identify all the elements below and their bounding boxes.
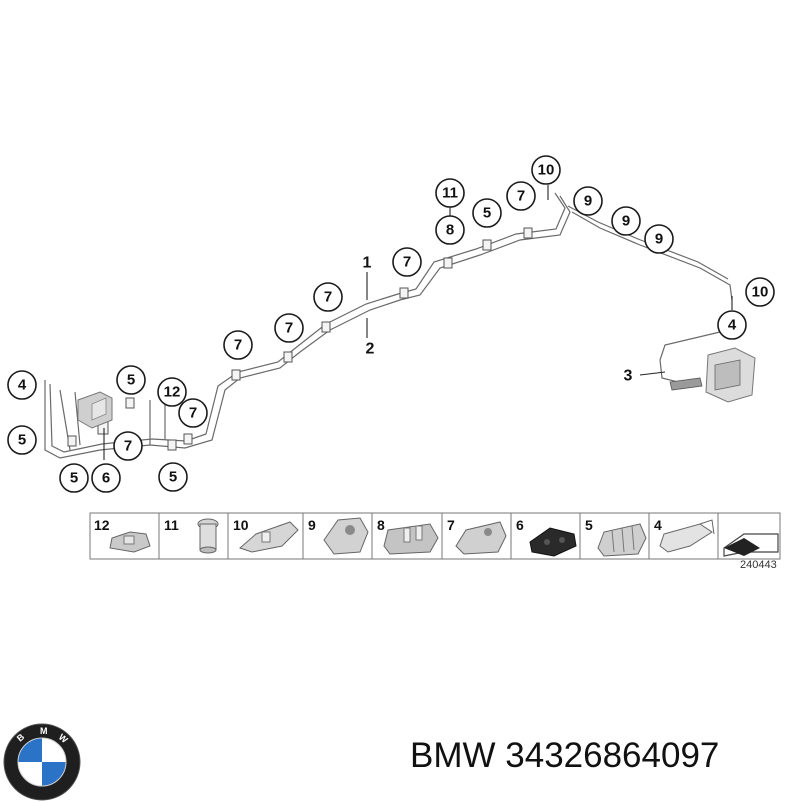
legend-num-7: 7 [447,517,455,533]
svg-text:10: 10 [752,284,769,301]
clip-marker [482,239,492,251]
clip-9-icon [323,517,369,555]
callout-10-right: 10 [745,277,775,307]
legend-num-4: 4 [654,517,662,533]
svg-text:7: 7 [324,289,332,306]
brake-line-diagram: 4 5 5 6 5 12 7 7 5 7 7 7 7 8 11 5 7 10 9… [7,155,781,571]
pipe-clips [67,227,533,451]
svg-text:8: 8 [446,222,454,239]
svg-text:10: 10 [538,162,555,179]
callout-10-top: 10 [531,155,561,185]
callout-5-left-a: 5 [7,425,37,455]
svg-text:12: 12 [164,384,181,401]
leader-lines [103,185,733,460]
bmw-logo: B M W [3,723,81,801]
svg-text:B: B [15,731,27,743]
clip-8-icon [383,523,439,555]
callout-5-top: 5 [472,198,502,228]
svg-text:11: 11 [442,185,458,202]
clip-marker [321,321,331,333]
svg-text:7: 7 [403,254,411,271]
svg-text:6: 6 [102,470,110,487]
svg-text:7: 7 [517,188,525,205]
legend-num-12: 12 [94,517,110,533]
grommet-icon [529,527,577,557]
legend-num-5: 5 [585,517,593,533]
clip-marker [67,435,77,447]
callout-7-top: 7 [506,181,536,211]
callout-4-left: 4 [7,370,37,400]
clip-marker [283,351,293,363]
label-part-3: 3 [624,368,633,385]
label-part-1: 1 [363,255,372,272]
callout-9-b: 9 [611,206,641,236]
callout-7-e: 7 [313,282,343,312]
callout-12: 12 [157,377,187,407]
legend-num-9: 9 [308,517,316,533]
bracket-icon [659,519,715,553]
svg-text:9: 9 [622,213,630,230]
svg-text:M: M [40,726,48,736]
clip-12-icon [109,531,151,553]
callout-4-right: 4 [717,310,747,340]
svg-text:7: 7 [124,438,132,455]
svg-text:4: 4 [18,377,27,394]
clip-10-icon [239,521,299,553]
clip-marker [443,257,453,269]
svg-text:9: 9 [584,193,592,210]
callout-7-c: 7 [223,330,253,360]
svg-text:7: 7 [189,405,197,422]
diagram-number: 240443 [740,559,777,571]
callout-7-b: 7 [113,431,143,461]
callout-7-d: 7 [274,313,304,343]
clip-marker [399,287,409,299]
callout-9-a: 9 [573,186,603,216]
svg-text:5: 5 [127,372,135,389]
legend-num-6: 6 [516,517,524,533]
bushing-icon [197,518,219,554]
callout-5-left-b: 5 [59,463,89,493]
parts-legend: 12 11 10 9 8 7 6 5 4 [89,512,781,560]
clip-marker [523,227,533,239]
callout-5-mid: 5 [116,365,146,395]
clip-5-icon [597,523,647,557]
label-part-2: 2 [366,341,375,358]
svg-text:5: 5 [483,205,491,222]
callout-6: 6 [91,463,121,493]
clip-7-icon [455,521,507,555]
clip-marker [167,439,177,451]
svg-text:4: 4 [728,317,737,334]
clip-marker [183,433,193,445]
svg-text:5: 5 [70,470,78,487]
left-connector-block [77,391,113,429]
callout-9-c: 9 [644,224,674,254]
part-number-caption: BMW 34326864097 [410,736,720,775]
clip-marker [231,369,241,381]
callout-5-bottom: 5 [158,462,188,492]
svg-text:7: 7 [285,320,293,337]
clip-marker [125,397,135,409]
legend-num-8: 8 [377,517,385,533]
svg-text:9: 9 [655,231,663,248]
callout-8: 8 [435,215,465,245]
callout-7-a: 7 [178,398,208,428]
svg-text:5: 5 [169,469,177,486]
abs-unit [669,347,756,403]
svg-text:5: 5 [18,432,26,449]
callout-7-f: 7 [392,247,422,277]
callout-11: 11 [435,178,465,208]
svg-text:7: 7 [234,337,242,354]
legend-num-11: 11 [164,517,179,533]
legend-num-10: 10 [233,517,249,533]
direction-arrow-icon [723,533,779,557]
